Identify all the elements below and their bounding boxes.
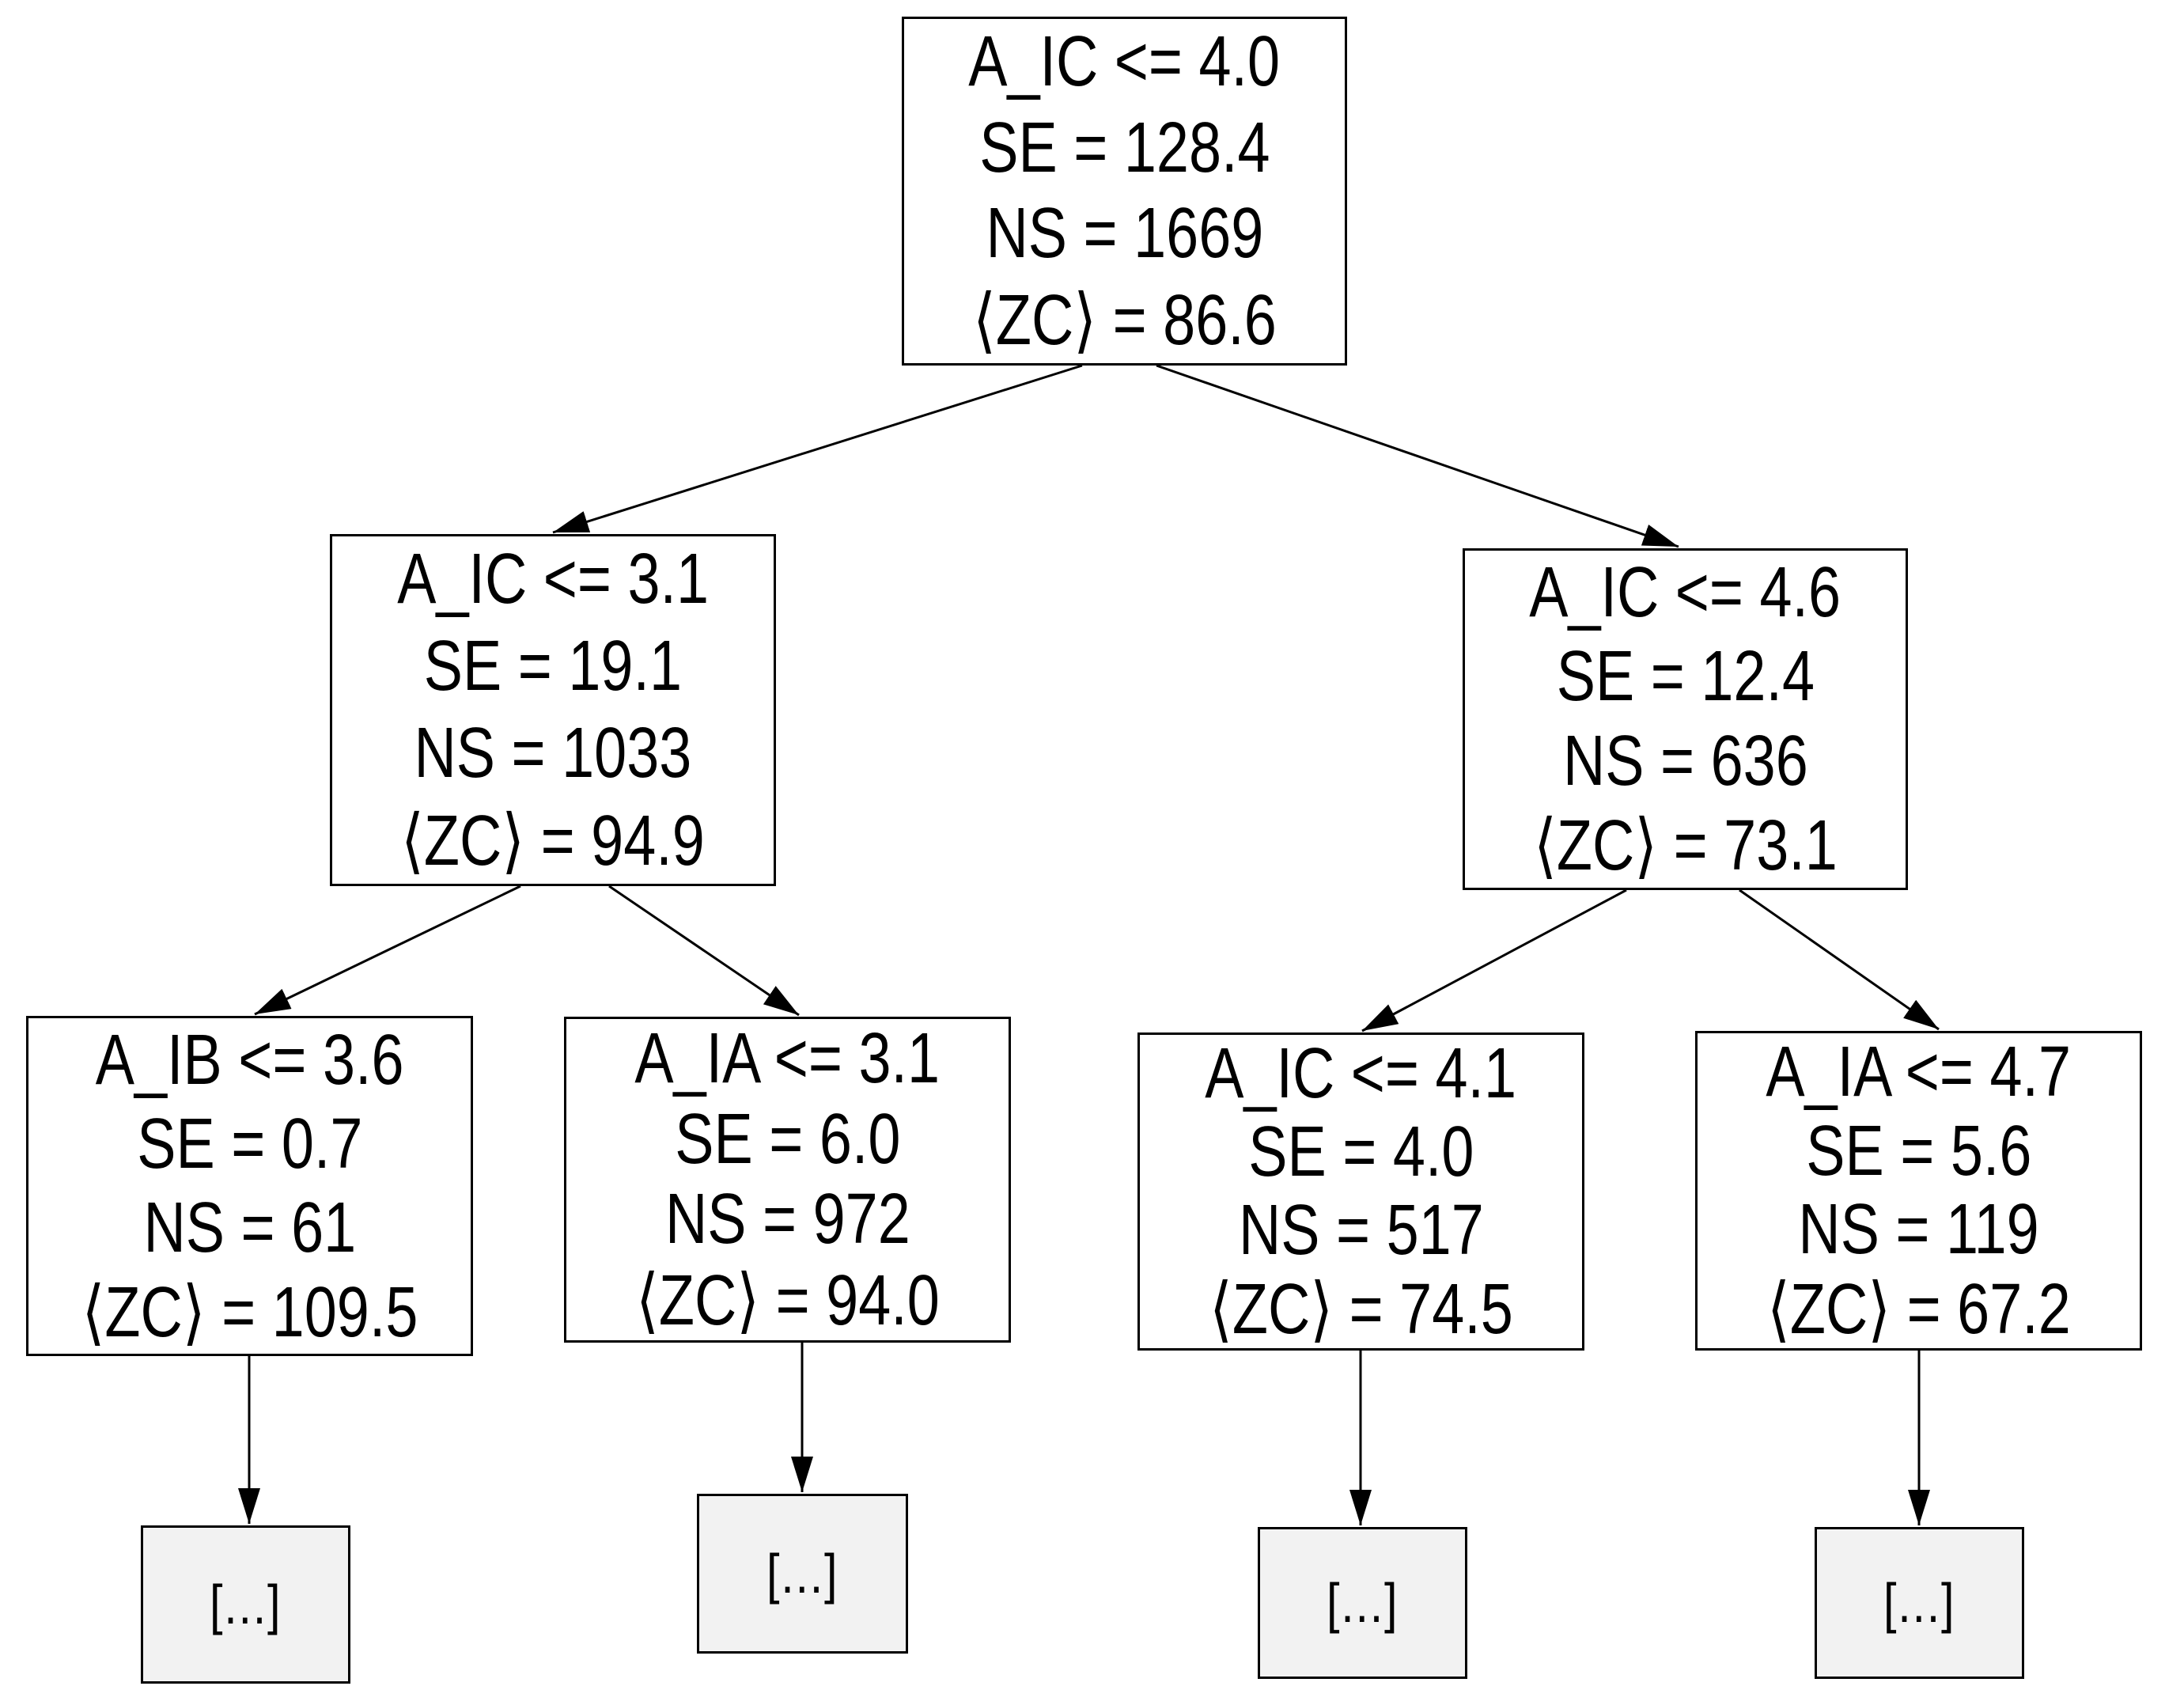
tree-node-bottom-4: A_IA <= 4.7 SE = 5.6 NS = 119 ⟨ZC⟩ = 67.… (1695, 1031, 2142, 1351)
edge-mid-right-to-bottom-4 (1739, 888, 1940, 1031)
node-se-label: SE = 0.7 (136, 1104, 363, 1184)
edge-root-to-mid-left (552, 364, 1083, 534)
edge-mid-left-to-bottom-2 (608, 885, 800, 1017)
tree-node-bottom-2: A_IA <= 3.1 SE = 6.0 NS = 972 ⟨ZC⟩ = 94.… (564, 1017, 1011, 1343)
node-zc-label: ⟨ZC⟩ = 109.5 (81, 1272, 418, 1352)
node-condition-label: A_IC <= 4.1 (1205, 1034, 1517, 1113)
node-se-label: SE = 12.4 (1556, 637, 1815, 717)
tree-leaf-4: [...] (1815, 1527, 2024, 1679)
node-zc-label: ⟨ZC⟩ = 74.5 (1209, 1270, 1513, 1349)
node-zc-label: ⟨ZC⟩ = 94.9 (401, 801, 705, 881)
node-se-label: SE = 4.0 (1247, 1112, 1474, 1192)
tree-node-bottom-1: A_IB <= 3.6 SE = 0.7 NS = 61 ⟨ZC⟩ = 109.… (26, 1016, 473, 1356)
node-condition-label: A_IB <= 3.6 (95, 1020, 404, 1100)
leaf-truncation-label: [...] (1883, 1572, 1956, 1634)
node-se-label: SE = 128.4 (978, 108, 1270, 188)
leaf-truncation-label: [...] (209, 1574, 282, 1635)
edge-mid-left-to-bottom-1 (254, 885, 521, 1016)
node-condition-label: A_IC <= 4.6 (1529, 552, 1841, 632)
tree-node-mid-left: A_IC <= 3.1 SE = 19.1 NS = 1033 ⟨ZC⟩ = 9… (330, 534, 776, 886)
node-condition-label: A_IA <= 4.7 (1766, 1032, 2072, 1112)
tree-node-root: A_IC <= 4.0 SE = 128.4 NS = 1669 ⟨ZC⟩ = … (902, 17, 1347, 366)
node-se-label: SE = 6.0 (674, 1099, 901, 1179)
node-condition-label: A_IA <= 3.1 (634, 1019, 941, 1099)
node-se-label: SE = 19.1 (423, 627, 683, 707)
tree-node-mid-right: A_IC <= 4.6 SE = 12.4 NS = 636 ⟨ZC⟩ = 73… (1463, 548, 1908, 890)
node-condition-label: A_IC <= 4.0 (968, 21, 1281, 101)
tree-leaf-1: [...] (141, 1525, 350, 1684)
tree-leaf-3: [...] (1258, 1527, 1467, 1679)
leaf-truncation-label: [...] (766, 1543, 839, 1605)
node-zc-label: ⟨ZC⟩ = 67.2 (1766, 1269, 2071, 1349)
leaf-truncation-label: [...] (1326, 1572, 1399, 1634)
node-ns-label: NS = 636 (1562, 721, 1808, 801)
node-ns-label: NS = 119 (1798, 1190, 2039, 1270)
tree-node-bottom-3: A_IC <= 4.1 SE = 4.0 NS = 517 ⟨ZC⟩ = 74.… (1137, 1032, 1584, 1351)
edge-root-to-mid-right (1156, 364, 1679, 548)
node-ns-label: NS = 1669 (986, 194, 1263, 274)
tree-leaf-2: [...] (697, 1494, 908, 1654)
edge-mid-right-to-bottom-3 (1361, 888, 1627, 1032)
node-ns-label: NS = 61 (143, 1188, 356, 1267)
node-ns-label: NS = 972 (664, 1180, 910, 1260)
node-condition-label: A_IC <= 3.1 (397, 540, 709, 619)
node-ns-label: NS = 1033 (414, 713, 692, 793)
node-zc-label: ⟨ZC⟩ = 94.0 (635, 1260, 940, 1340)
node-se-label: SE = 5.6 (1805, 1111, 2032, 1191)
node-zc-label: ⟨ZC⟩ = 73.1 (1533, 806, 1838, 886)
node-ns-label: NS = 517 (1238, 1191, 1484, 1270)
node-zc-label: ⟨ZC⟩ = 86.6 (972, 281, 1277, 361)
